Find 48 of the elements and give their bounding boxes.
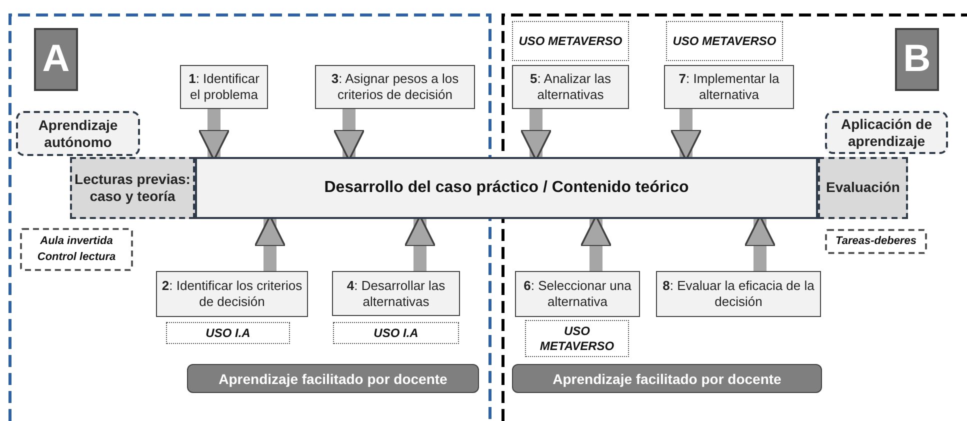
tag-box bbox=[512, 21, 629, 61]
note-box bbox=[20, 228, 133, 271]
box-label: USO METAVERSO bbox=[518, 34, 622, 48]
facilitation-banner bbox=[187, 364, 479, 393]
section-letter-box bbox=[34, 28, 78, 91]
box-label: Aprendizaje facilitado por docente bbox=[552, 370, 782, 386]
box-label: Desarrollo del caso práctico / Contenido teórico bbox=[324, 179, 689, 197]
box-label: 5: Analizar las alternativas bbox=[529, 71, 612, 103]
box-label: Aplicación de aprendizaje bbox=[840, 116, 934, 150]
box-label: USO METAVERSO bbox=[672, 34, 776, 48]
box-label: 6: Seleccionar una alternativa bbox=[522, 278, 632, 310]
box-label: Aprendizaje facilitado por docente bbox=[218, 370, 448, 386]
tag-box bbox=[666, 21, 783, 61]
box-label: USO I.A bbox=[374, 326, 418, 340]
box-label: 8: Evaluar la eficacia de la decisión bbox=[662, 278, 816, 310]
tag-box bbox=[166, 322, 290, 344]
step-box bbox=[512, 65, 629, 109]
section-letter: A bbox=[42, 38, 70, 81]
box-label: USO I.A bbox=[206, 326, 250, 340]
tag-box bbox=[333, 322, 459, 344]
label-box bbox=[825, 111, 948, 154]
box-label: Aula invertida Control lectura bbox=[36, 234, 117, 264]
phase-box bbox=[818, 157, 908, 219]
label-box bbox=[16, 111, 140, 156]
step-box bbox=[664, 65, 794, 109]
step-box bbox=[315, 65, 475, 109]
box-label: Evaluación bbox=[826, 179, 900, 197]
phase-box bbox=[70, 157, 195, 219]
step-box bbox=[332, 271, 460, 316]
step-box bbox=[156, 271, 308, 317]
box-label: USO METAVERSO bbox=[538, 324, 616, 354]
box-label: 1: Identificar el problema bbox=[188, 71, 260, 103]
facilitation-banner bbox=[512, 364, 822, 393]
box-label: 4: Desarrollar las alternativas bbox=[346, 278, 446, 310]
note-box bbox=[825, 229, 927, 254]
section-letter-box bbox=[895, 28, 939, 91]
step-box bbox=[515, 271, 640, 317]
box-label: 2: Identificar los criterios de decisión bbox=[161, 278, 303, 310]
tag-box bbox=[525, 320, 629, 357]
box-label: 3: Asignar pesos a los criterios de decisión bbox=[330, 71, 460, 103]
main-process-box bbox=[195, 157, 818, 219]
box-label: Tareas-deberes bbox=[836, 234, 916, 249]
step-box bbox=[180, 65, 268, 109]
step-box bbox=[656, 271, 821, 317]
section-letter: B bbox=[903, 38, 931, 81]
box-label: 7: Implementar la alternativa bbox=[678, 71, 780, 103]
box-label: Aprendizaje autónomo bbox=[37, 116, 119, 150]
box-label: Lecturas previas: caso y teoría bbox=[74, 170, 192, 206]
